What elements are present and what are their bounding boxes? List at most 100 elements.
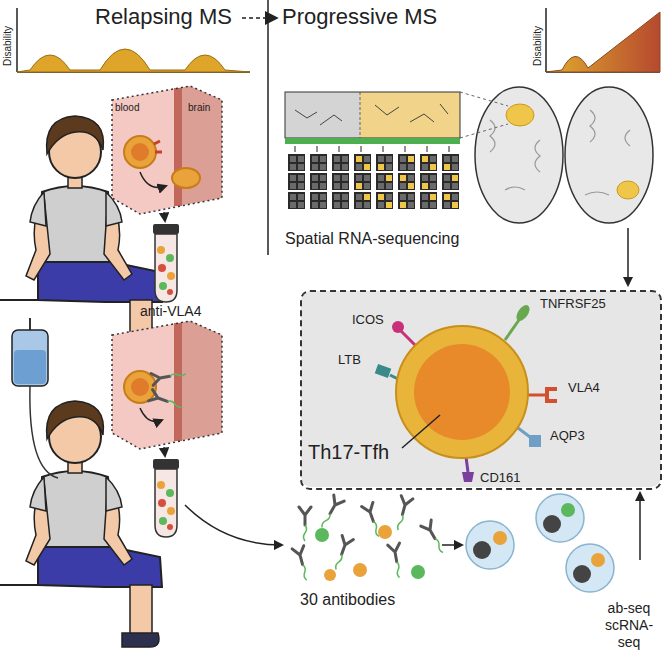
migrating-cell	[131, 143, 149, 161]
antibody-pool	[315, 528, 329, 542]
spot-grid	[332, 154, 349, 171]
section-title: Progressive MS	[282, 4, 437, 30]
marker-label: AQP3	[550, 428, 585, 444]
spot-grid	[290, 202, 296, 208]
th17-tfh-cell	[462, 472, 474, 482]
spot-grid	[312, 194, 318, 200]
spot-grid	[376, 173, 393, 190]
spot-grid	[430, 164, 436, 170]
spot-grid	[334, 156, 340, 162]
timeline-axes	[16, 8, 18, 72]
spot-grid	[442, 192, 459, 209]
spot-grid	[444, 156, 450, 162]
blocked-cell	[140, 408, 162, 422]
tissue-slide	[295, 104, 448, 125]
spot-grid	[422, 156, 428, 162]
spot-grid	[386, 156, 392, 162]
spot-grid	[312, 183, 318, 189]
iv-bag	[14, 350, 46, 384]
antibody-pool	[317, 495, 344, 530]
spot-grid	[444, 183, 450, 189]
antibody-pool	[421, 520, 448, 555]
spot-grid	[356, 164, 362, 170]
th17-tfh-cell	[466, 457, 468, 472]
spot-grid	[356, 183, 362, 189]
spot-grid	[298, 202, 304, 208]
spot-grid	[422, 194, 428, 200]
spot-grid	[298, 164, 304, 170]
spot-grid	[356, 156, 362, 162]
spot-grid	[290, 194, 296, 200]
timeline-axes	[545, 8, 547, 72]
spot-grid	[444, 164, 450, 170]
flow-arrow	[442, 544, 462, 546]
brain	[506, 104, 534, 126]
migrating-cell	[124, 136, 200, 188]
spot-grid	[364, 194, 370, 200]
spot-grid	[420, 192, 437, 209]
antibody-pool	[388, 543, 406, 579]
marker-label: LTB	[338, 352, 361, 368]
sequencing-beads	[561, 503, 575, 517]
spot-grid	[400, 183, 406, 189]
spot-grid	[332, 192, 349, 209]
progression-curve	[546, 12, 660, 72]
spot-grid	[342, 175, 348, 181]
tissue-slide	[360, 92, 460, 138]
spot-grid	[386, 164, 392, 170]
spot-grid	[378, 183, 384, 189]
spot-grid	[310, 192, 327, 209]
tissue-slide	[360, 92, 361, 138]
spot-grid	[400, 202, 406, 208]
spot-grid	[386, 175, 392, 181]
spot-grid	[400, 156, 406, 162]
spot-grid	[334, 183, 340, 189]
spot-grid	[408, 183, 414, 189]
spot-grid	[356, 175, 362, 181]
spot-grid	[298, 156, 304, 162]
sequencing-beads	[466, 521, 514, 569]
spot-grid	[452, 175, 458, 181]
th17-tfh-cell	[392, 321, 404, 333]
spot-grid	[288, 146, 459, 209]
cell-name: Th17-Tfh	[308, 440, 389, 464]
iv-bag	[29, 318, 31, 330]
spot-grid	[398, 173, 415, 190]
spot-grid	[442, 154, 459, 171]
illustration	[153, 459, 179, 537]
spot-grid	[342, 156, 348, 162]
sequencing-beads	[473, 541, 491, 559]
illustration	[112, 86, 222, 214]
illustration	[164, 447, 165, 456]
spot-grid	[364, 175, 370, 181]
region-label: brain	[188, 102, 210, 114]
antibody-pool	[392, 496, 412, 532]
antibody-pool	[353, 563, 367, 577]
spot-grid	[386, 183, 392, 189]
spot-grid	[386, 194, 392, 200]
relapse-curve	[17, 49, 250, 72]
region-label: blood	[115, 102, 139, 114]
iv-bag	[12, 330, 48, 386]
spot-grid	[361, 146, 362, 152]
spot-grid	[383, 146, 384, 152]
flow-arrow	[639, 493, 641, 560]
tissue-slide	[285, 92, 360, 138]
th17-tfh-cell	[514, 303, 533, 323]
spot-grid	[430, 202, 436, 208]
spot-grid	[400, 164, 406, 170]
marker-label: VLA4	[568, 380, 600, 396]
spot-grid	[420, 173, 437, 190]
antibody-pool	[324, 569, 336, 581]
spot-grid	[422, 202, 428, 208]
spot-grid	[444, 175, 450, 181]
sequencing-beads	[543, 515, 561, 533]
spot-grid	[320, 194, 326, 200]
spot-grid	[298, 194, 304, 200]
th17-tfh-cell	[505, 320, 519, 340]
spot-grid	[310, 154, 327, 171]
illustration	[164, 212, 165, 221]
method-label: ab-seq scRNA-seq	[598, 600, 660, 650]
spot-grid	[288, 192, 305, 209]
